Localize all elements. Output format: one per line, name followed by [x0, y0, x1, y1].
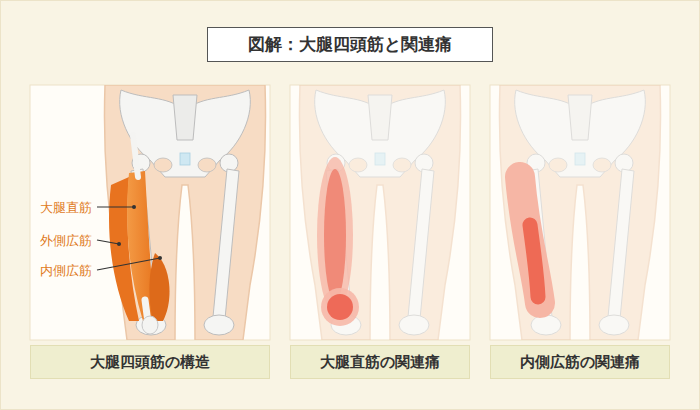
muscle-label: 大腿直筋 [40, 201, 92, 214]
caption-text: 内側広筋の関連痛 [520, 353, 640, 372]
caption-text: 大腿四頭筋の構造 [90, 353, 210, 372]
muscle-label: 外側広筋 [40, 234, 92, 247]
label-text: 内側広筋 [40, 263, 92, 278]
caption-band: 大腿直筋の関連痛 [290, 345, 470, 379]
label-text: 大腿直筋 [40, 200, 92, 215]
muscle-label: 内側広筋 [40, 264, 92, 277]
caption-text: 大腿直筋の関連痛 [320, 353, 440, 372]
title-box: 図解：大腿四頭筋と関連痛 [207, 27, 493, 62]
title-text: 図解：大腿四頭筋と関連痛 [248, 33, 452, 56]
caption-band: 内側広筋の関連痛 [490, 345, 670, 379]
caption-band: 大腿四頭筋の構造 [30, 345, 270, 379]
label-text: 外側広筋 [40, 233, 92, 248]
